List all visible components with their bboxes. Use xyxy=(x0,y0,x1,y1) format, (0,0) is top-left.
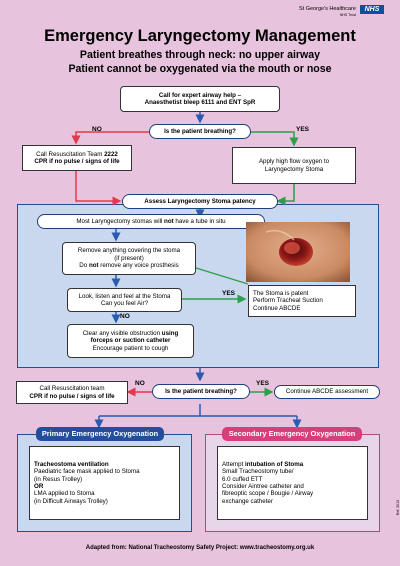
apply-oxygen-line-1: Apply high flow oxygen to xyxy=(258,158,330,166)
remove-line-2: (if present) xyxy=(114,254,144,262)
primary-line-3: (in Resus Trolley) xyxy=(34,475,83,483)
remove-line-1: Remove anything covering the stoma xyxy=(77,247,181,255)
secondary-line-6: exchange catheter xyxy=(222,497,273,505)
no-label-3: NO xyxy=(135,380,145,387)
resus2-line-1: Call Resuscitation team xyxy=(39,385,105,393)
secondary-line-2: Small Tracheostomy tube/ xyxy=(222,468,294,476)
subtitle-line-2: Patient cannot be oxygenated via the mou… xyxy=(68,63,332,75)
remove-line-3: Do not remove any voice prosthesis xyxy=(79,262,179,270)
question-breathing-2: Is the patient breathing? xyxy=(152,384,250,399)
call-resus-line-2: CPR if no pulse / signs of life xyxy=(34,158,120,165)
reference-code: Ref: 2013 xyxy=(396,500,400,516)
secondary-line-1: Attempt intubation of Stoma xyxy=(222,460,304,468)
primary-oxygenation-tab: Primary Emergency Oxygenation xyxy=(36,427,164,441)
secondary-oxygenation-tab: Secondary Emergency Oxygenation xyxy=(222,427,362,441)
page-title: Emergency Laryngectomy Management xyxy=(44,27,356,45)
stoma-patent-box: The Stoma is patent Perform Tracheal Suc… xyxy=(248,285,356,317)
apply-oxygen-box: Apply high flow oxygen to Laryngectomy S… xyxy=(232,147,356,184)
secondary-line-5: fibreoptic scope / Bougie / Airway xyxy=(222,490,314,498)
primary-line-6: (in Difficult Airways Trolley) xyxy=(34,497,108,505)
resus2-line-2: CPR if no pulse / signs of life xyxy=(29,392,115,400)
call-resus-box-1: Call Resuscitation Team 2222 CPR if no p… xyxy=(22,145,132,171)
clear-line-2: forceps or suction catheter xyxy=(90,337,171,345)
call-help-box: Call for expert airway help – Anaestheti… xyxy=(120,86,280,112)
primary-line-4: OR xyxy=(34,483,44,490)
footer-source: Adapted from: National Tracheostomy Safe… xyxy=(85,545,315,551)
clear-line-3: Encourage patient to cough xyxy=(92,344,169,352)
primary-line-5: LMA applied to Stoma xyxy=(34,490,95,498)
secondary-line-4: Consider Aintree catheter and xyxy=(222,483,304,490)
assess-stoma-title: Assess Laryngectomy Stoma patency xyxy=(122,194,278,209)
secondary-oxygenation-box: Attempt intubation of Stoma Small Trache… xyxy=(217,446,368,520)
look-line-1: Look, listen and feel at the Stoma xyxy=(78,292,171,300)
nhs-logo: NHS xyxy=(360,5,384,14)
patent-line-3: Continue ABCDE xyxy=(253,304,301,312)
subtitle-line-1: Patient breathes through neck: no upper … xyxy=(79,49,321,61)
no-label-1: NO xyxy=(92,126,102,133)
no-label-2: NO xyxy=(120,313,130,320)
apply-oxygen-line-2: Laryngectomy Stoma xyxy=(264,165,324,173)
look-listen-box: Look, listen and feel at the Stoma Can y… xyxy=(67,288,182,312)
question-breathing-1: Is the patient breathing? xyxy=(149,124,251,139)
primary-oxygenation-box: Tracheostoma ventilation Paediatric face… xyxy=(29,446,180,520)
yes-label-3: YES xyxy=(256,380,270,387)
org-subtitle: NHS Trust xyxy=(339,13,356,17)
continue-abcde-box: Continue ABCDE assessment xyxy=(274,385,380,399)
clear-line-1: Clear any visible obstruction using xyxy=(82,329,179,337)
clear-obstruction-box: Clear any visible obstruction using forc… xyxy=(67,324,194,358)
call-help-line-2: Anaesthetist bleep 6111 and ENT SpR xyxy=(144,99,256,106)
no-tube-box: Most Laryngectomy stomas will not have a… xyxy=(37,214,265,229)
call-resus-box-2: Call Resuscitation team CPR if no pulse … xyxy=(16,381,128,404)
subtitle: Patient breathes through neck: no upper … xyxy=(0,48,400,76)
primary-line-2: Paediatric face mask applied to Stoma xyxy=(34,468,140,476)
patent-line-2: Perform Tracheal Suction xyxy=(253,297,323,305)
yes-label-1: YES xyxy=(296,126,310,133)
remove-covering-box: Remove anything covering the stoma (if p… xyxy=(62,242,196,275)
look-line-2: Can you feel Air? xyxy=(100,300,149,307)
yes-label-2: YES xyxy=(222,290,236,297)
patent-line-1: The Stoma is patent xyxy=(253,289,309,297)
stoma-photo xyxy=(246,222,350,282)
primary-line-1: Tracheostoma ventilation xyxy=(34,460,109,468)
call-help-line-1: Call for expert airway help – xyxy=(158,91,242,99)
secondary-line-3: 6.0 cuffed ETT xyxy=(222,475,263,483)
call-resus-line-1: Call Resuscitation Team 2222 xyxy=(36,150,118,158)
